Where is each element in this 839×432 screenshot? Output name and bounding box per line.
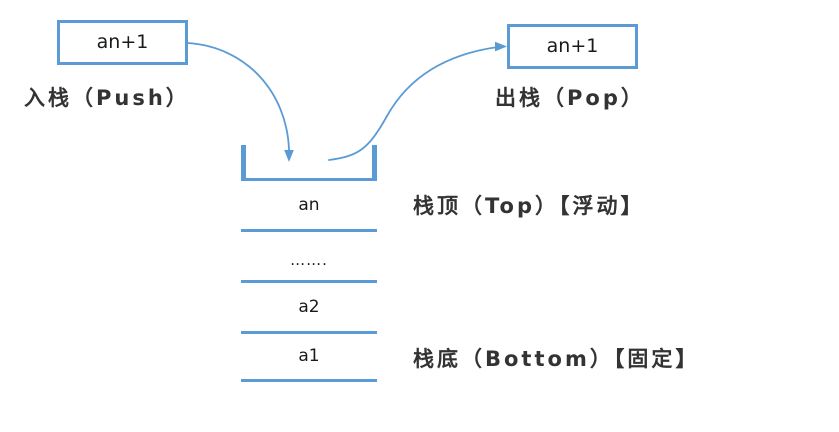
stack-cell: a2 [241, 280, 377, 331]
stack-bottom-caption: 栈底（Bottom）【固定】 [413, 347, 700, 371]
stack-cell-label: ……. [290, 250, 328, 269]
pop-caption: 出栈（Pop） [495, 86, 645, 110]
push-caption: 入栈（Push） [24, 86, 190, 110]
pop-element-label: an+1 [546, 35, 599, 57]
stack-cell-label: a1 [298, 346, 320, 366]
push-element-label: an+1 [96, 31, 149, 53]
stack-cell: ……. [241, 229, 377, 280]
stack-cells: an ……. a2 a1 [241, 178, 377, 382]
stack-cell: a1 [241, 331, 377, 382]
stack-cell-label: a2 [298, 296, 320, 317]
pop-arrow-icon [328, 41, 507, 161]
push-element-box: an+1 [57, 20, 188, 65]
stack-cell-label: an [298, 194, 320, 215]
pop-element-box: an+1 [507, 24, 638, 69]
stack-cell: an [241, 178, 377, 229]
stack-container: an ……. a2 a1 [241, 145, 377, 382]
stack-top-caption: 栈顶（Top）【浮动】 [413, 194, 645, 218]
